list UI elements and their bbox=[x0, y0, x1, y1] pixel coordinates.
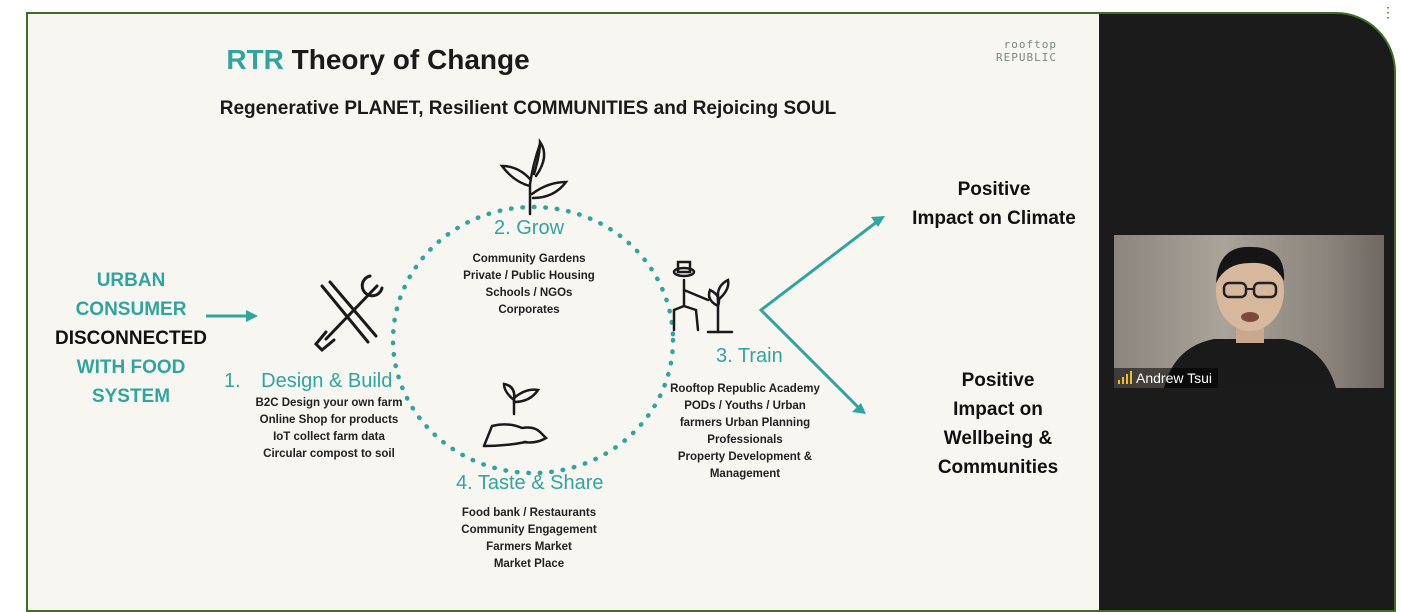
list-item: Online Shop for products bbox=[259, 414, 399, 426]
list-item: PODs / Youths / Urban bbox=[684, 400, 806, 412]
step4-header: 4. Taste & Share bbox=[456, 472, 604, 494]
step1-items: B2C Design your own farm Online Shop for… bbox=[244, 395, 414, 463]
list-item: Market Place bbox=[493, 558, 565, 570]
step2-items: Community Gardens Private / Public Housi… bbox=[444, 251, 614, 319]
step1-header: 1. Design & Build bbox=[224, 370, 393, 392]
cycle-dotted-circle bbox=[390, 204, 676, 476]
slide-title: RTR Theory of Change bbox=[226, 44, 530, 75]
meeting-window: RTR Theory of Change Regenerative PLANET… bbox=[26, 12, 1396, 612]
participant-name-tag: Andrew Tsui bbox=[1114, 368, 1219, 388]
list-item: B2C Design your own farm bbox=[255, 397, 403, 409]
hand-seedling-icon bbox=[482, 382, 549, 448]
step3-items: Rooftop Republic Academy PODs / Youths /… bbox=[660, 381, 830, 483]
participant-avatar bbox=[1164, 246, 1336, 388]
list-item: Schools / NGOs bbox=[485, 287, 573, 299]
impact-arrows bbox=[758, 216, 885, 414]
list-item: Property Development & bbox=[677, 451, 813, 463]
impact-wellbeing: Positive Impact on Wellbeing & Communiti… bbox=[937, 370, 1059, 478]
impact-climate: Positive Impact on Climate bbox=[912, 179, 1076, 229]
wrench-screwdriver-icon bbox=[313, 274, 384, 353]
step4-items: Food bank / Restaurants Community Engage… bbox=[444, 505, 614, 573]
list-item: Management bbox=[709, 468, 781, 480]
list-item: Professionals bbox=[707, 434, 783, 446]
urban-consumer-label: URBAN CONSUMER DISCONNECTED WITH FOOD SY… bbox=[54, 270, 207, 407]
signal-bars-icon bbox=[1118, 371, 1132, 384]
list-item: Community Engagement bbox=[461, 524, 597, 536]
farmer-icon bbox=[672, 260, 734, 334]
rooftop-republic-logo: rooftop REPUBLIC bbox=[996, 38, 1057, 64]
list-item: Private / Public Housing bbox=[463, 270, 595, 282]
list-item: Circular compost to soil bbox=[263, 448, 395, 460]
list-item: Community Gardens bbox=[472, 253, 586, 265]
participant-video-tile[interactable]: Andrew Tsui bbox=[1114, 235, 1384, 388]
step3-header: 3. Train bbox=[716, 345, 783, 367]
shared-slide: RTR Theory of Change Regenerative PLANET… bbox=[28, 14, 1099, 610]
plant-sprout-icon bbox=[499, 138, 569, 216]
list-item: farmers Urban Planning bbox=[679, 417, 811, 429]
list-item: Corporates bbox=[498, 304, 560, 316]
cycle-diagram bbox=[206, 138, 885, 476]
step2-header: 2. Grow bbox=[494, 217, 565, 239]
list-item: Farmers Market bbox=[486, 541, 572, 553]
arrow-icon bbox=[206, 310, 258, 322]
list-item: Rooftop Republic Academy bbox=[670, 383, 820, 395]
more-options-dots[interactable]: ⋮ bbox=[1381, 4, 1395, 20]
list-item: IoT collect farm data bbox=[273, 431, 385, 443]
list-item: Food bank / Restaurants bbox=[461, 507, 597, 519]
slide-subtitle: Regenerative PLANET, Resilient COMMUNITI… bbox=[219, 98, 837, 119]
